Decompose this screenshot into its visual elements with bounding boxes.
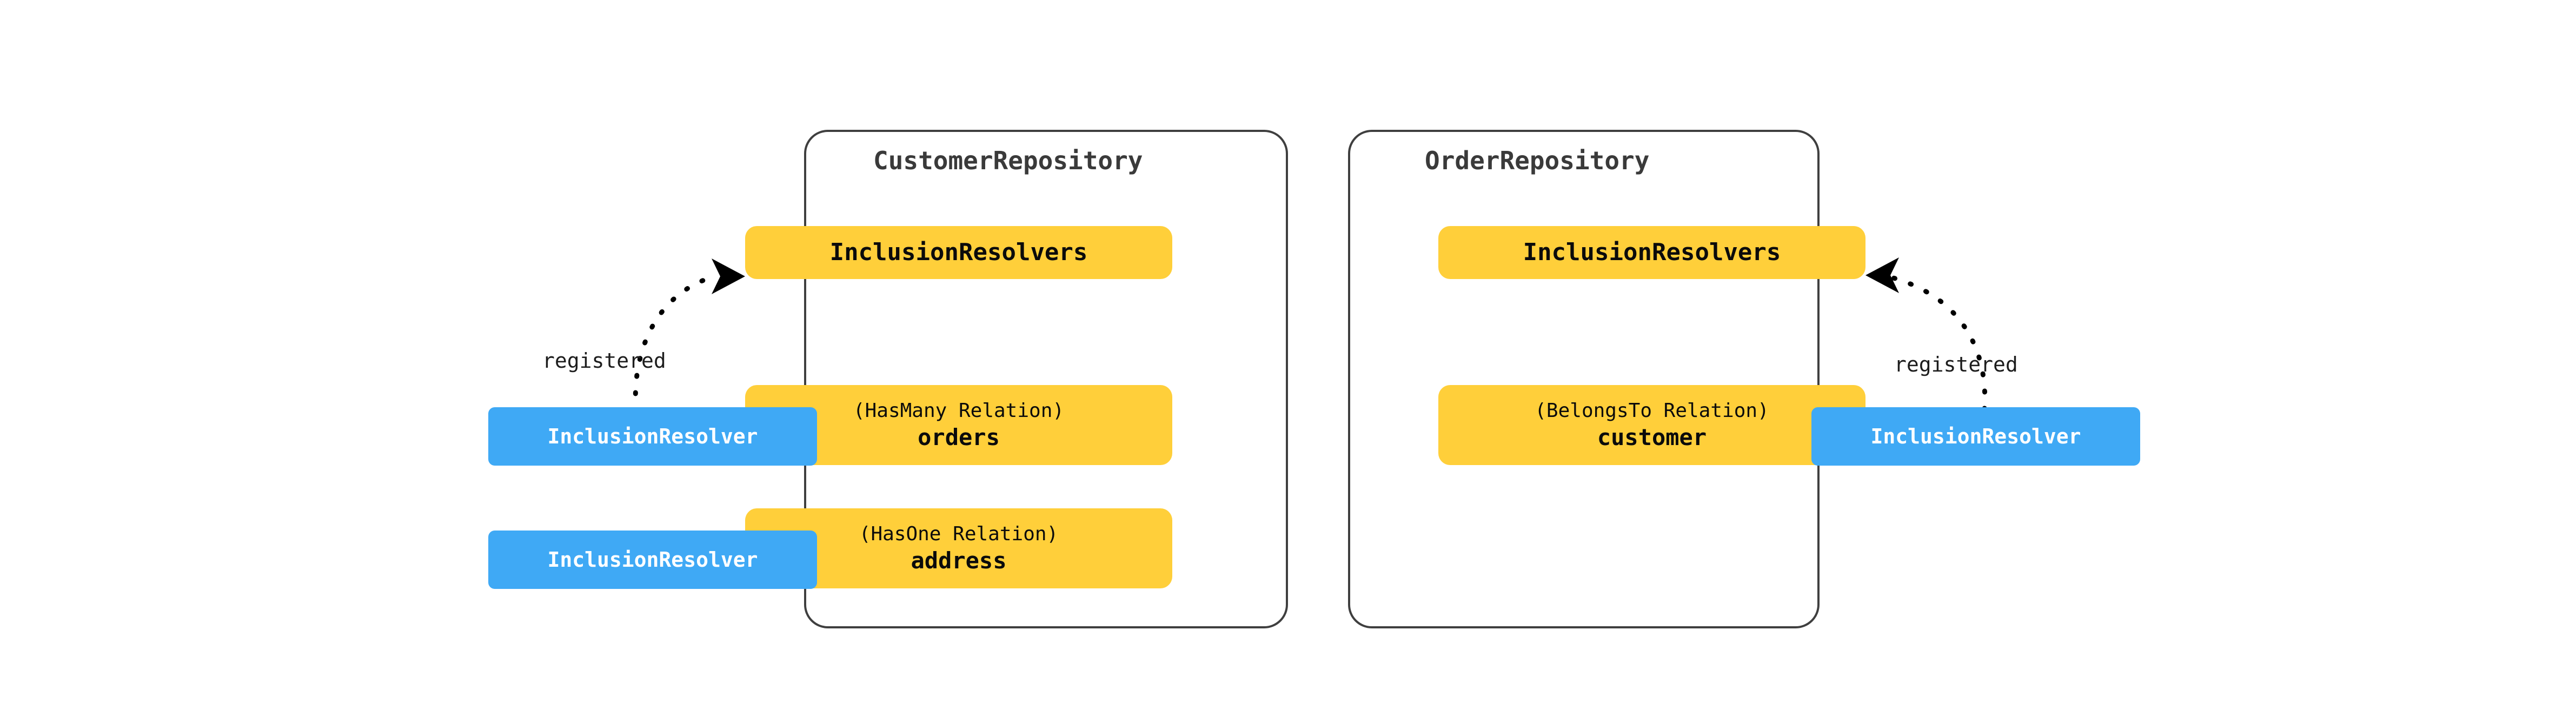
member-box-order-belongsto-customer[interactable]: (BelongsTo Relation) customer [1438, 385, 1865, 465]
resolver-chip-label: InclusionResolver [1870, 425, 2081, 448]
connector-label-registered-left: registered [542, 349, 666, 373]
member-box-order-inclusion-resolvers[interactable]: InclusionResolvers [1438, 226, 1865, 279]
resolver-chip-label: InclusionResolver [547, 548, 758, 572]
repository-container-customer [804, 130, 1288, 628]
repository-container-order [1348, 130, 1820, 628]
member-title: InclusionResolvers [829, 238, 1088, 266]
resolver-chip-label: InclusionResolver [547, 425, 758, 448]
relation-type-label: (HasOne Relation) [859, 523, 1059, 545]
resolver-chip-customer[interactable]: InclusionResolver [1811, 407, 2140, 466]
resolver-chip-orders[interactable]: InclusionResolver [488, 407, 817, 466]
member-box-customer-inclusion-resolvers[interactable]: InclusionResolvers [745, 226, 1172, 279]
repository-title-order: OrderRepository [1425, 146, 1650, 175]
connector-line-registered-right [1880, 273, 1988, 412]
resolver-chip-address[interactable]: InclusionResolver [488, 531, 817, 589]
connector-line-registered-left [633, 274, 718, 414]
arrowhead-registered-left [712, 258, 745, 294]
relation-name-label: customer [1597, 424, 1707, 450]
arrowhead-registered-right [1865, 257, 1899, 293]
relation-type-label: (HasMany Relation) [853, 400, 1065, 422]
relation-name-label: orders [918, 424, 1000, 450]
relation-name-label: address [911, 547, 1007, 574]
connector-label-registered-right: registered [1894, 353, 2018, 376]
relation-type-label: (BelongsTo Relation) [1535, 400, 1769, 422]
member-title: InclusionResolvers [1523, 238, 1781, 266]
repository-title-customer: CustomerRepository [873, 146, 1143, 175]
